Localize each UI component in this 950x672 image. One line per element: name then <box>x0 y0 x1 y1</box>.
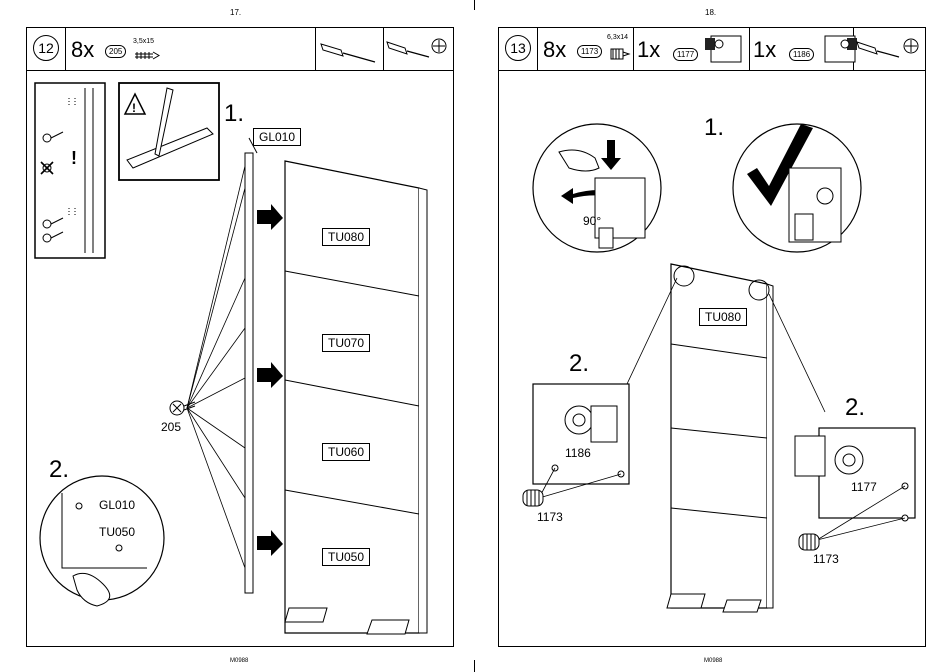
zoom-panel-label: TU050 <box>99 525 135 539</box>
instruction-page-right: 13 8x 1173 6,3x14 1x 1177 1x 1186 <box>498 27 926 647</box>
bracket-1186-callout: 1186 <box>565 446 591 460</box>
screw-callout: 205 <box>161 420 181 434</box>
page-number-left: 17. <box>230 8 241 17</box>
instruction-page-left: 12 8x 205 3,5x15 <box>26 27 454 647</box>
svg-text:!: ! <box>71 148 77 168</box>
panel-label-tu060: TU060 <box>322 443 370 461</box>
substep-2-right-label: 2. <box>845 394 865 422</box>
panel-label-tu050: TU050 <box>322 548 370 566</box>
fold-mark-bottom <box>474 660 475 672</box>
panel-label-tu080: TU080 <box>699 308 747 326</box>
screw-1173-right-callout: 1173 <box>813 552 839 566</box>
screw-1173-left-callout: 1173 <box>537 510 563 524</box>
svg-text:!: ! <box>132 101 136 115</box>
page-number-right: 18. <box>705 8 716 17</box>
substep-2-left-label: 2. <box>569 350 589 378</box>
rail-label: GL010 <box>253 128 301 146</box>
footer-code-right: M0988 <box>704 658 722 664</box>
zoom-rail-label: GL010 <box>99 498 135 512</box>
substep-1-label: 1. <box>224 100 244 128</box>
bracket-1177-callout: 1177 <box>851 480 877 494</box>
fold-mark-top <box>474 0 475 10</box>
footer-code-left: M0988 <box>230 658 248 664</box>
panel-label-tu080: TU080 <box>322 228 370 246</box>
panel-label-tu070: TU070 <box>322 334 370 352</box>
substep-1-label: 1. <box>704 114 724 142</box>
rotation-label: 90° <box>583 214 601 228</box>
substep-2-label: 2. <box>49 456 69 484</box>
